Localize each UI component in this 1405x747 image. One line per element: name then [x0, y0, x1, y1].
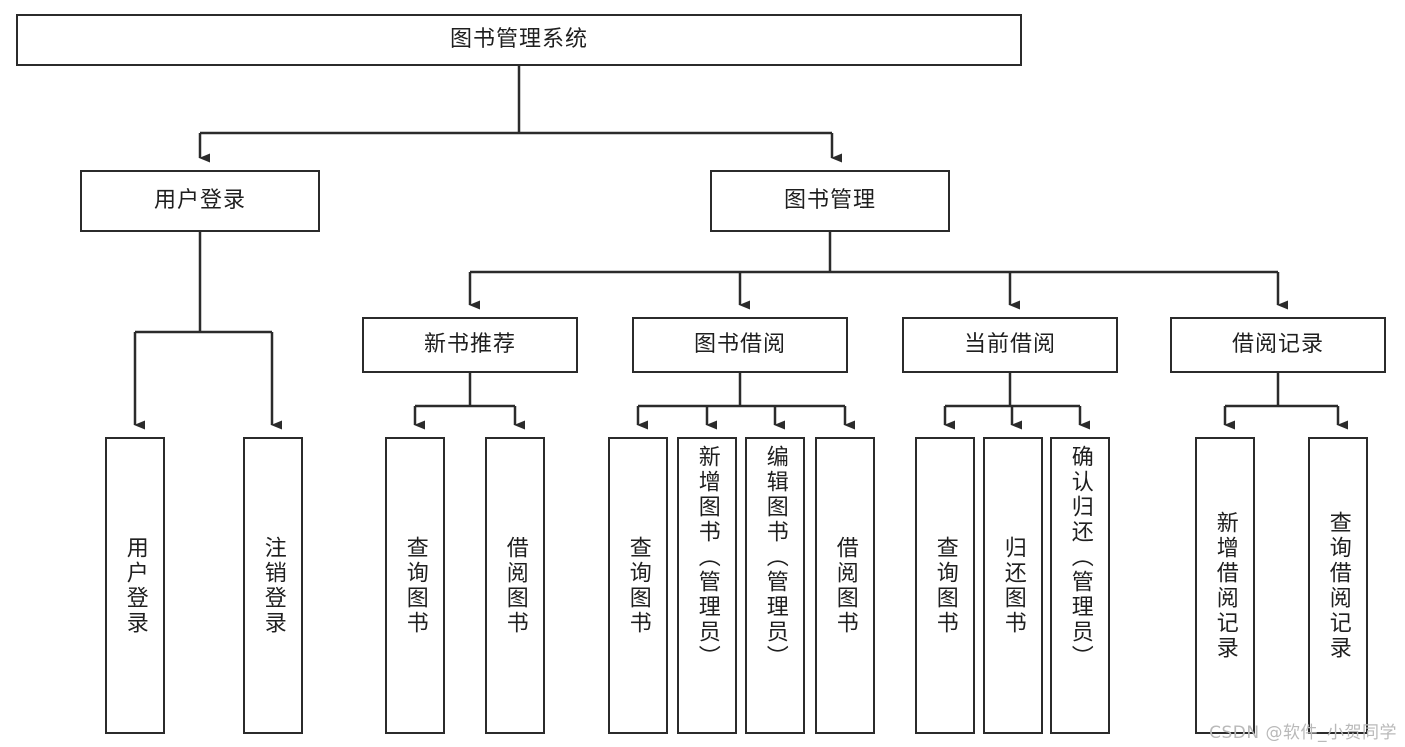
leaf-user-login-login[interactable]: 用户登录 [105, 437, 165, 734]
node-new-book-recommend[interactable]: 新书推荐 [362, 317, 578, 373]
leaf-borrow-record-add[interactable]: 新增借阅记录 [1195, 437, 1255, 734]
edges-user-login-to-leaves [133, 232, 282, 430]
leaf-current-borrow-query[interactable]: 查询图书 [915, 437, 975, 734]
leaf-label: 用户登录 [122, 535, 148, 636]
node-label: 图书管理系统 [449, 26, 588, 52]
node-label: 图书借阅 [693, 331, 786, 357]
node-current-borrow[interactable]: 当前借阅 [902, 317, 1118, 373]
leaf-label: 查询图书 [402, 535, 428, 636]
leaf-label: 新增借阅记录 [1212, 510, 1238, 661]
edges-current-borrow-to-leaves [943, 373, 1090, 430]
node-book-management[interactable]: 图书管理 [710, 170, 950, 232]
leaf-book-borrow-edit[interactable]: 编辑图书（管理员） [745, 437, 805, 734]
edges-new-book-to-leaves [413, 373, 525, 430]
node-user-login[interactable]: 用户登录 [80, 170, 320, 232]
leaf-label: 归还图书 [1000, 535, 1026, 636]
leaf-label: 查询图书 [625, 535, 651, 636]
leaf-user-login-logout[interactable]: 注销登录 [243, 437, 303, 734]
leaf-label: 新增图书（管理员） [694, 445, 720, 670]
leaf-label: 借阅图书 [502, 535, 528, 636]
leaf-label: 编辑图书（管理员） [762, 445, 788, 670]
leaf-current-borrow-return[interactable]: 归还图书 [983, 437, 1043, 734]
leaf-new-book-query[interactable]: 查询图书 [385, 437, 445, 734]
leaf-label: 确认归还（管理员） [1067, 445, 1093, 670]
leaf-label: 借阅图书 [832, 535, 858, 636]
node-label: 借阅记录 [1231, 331, 1324, 357]
edges-book-borrow-to-leaves [636, 373, 855, 430]
leaf-borrow-record-query[interactable]: 查询借阅记录 [1308, 437, 1368, 734]
leaf-book-borrow-query[interactable]: 查询图书 [608, 437, 668, 734]
node-label: 当前借阅 [963, 331, 1056, 357]
edges-borrow-record-to-leaves [1223, 373, 1348, 430]
leaf-label: 注销登录 [260, 535, 286, 636]
edges-root-to-level1 [198, 66, 842, 163]
node-book-management-system[interactable]: 图书管理系统 [16, 14, 1022, 66]
node-borrow-record[interactable]: 借阅记录 [1170, 317, 1386, 373]
node-label: 新书推荐 [423, 331, 516, 357]
leaf-book-borrow-borrow[interactable]: 借阅图书 [815, 437, 875, 734]
node-label: 用户登录 [153, 187, 246, 213]
node-book-borrow[interactable]: 图书借阅 [632, 317, 848, 373]
leaf-label: 查询图书 [932, 535, 958, 636]
leaf-book-borrow-add[interactable]: 新增图书（管理员） [677, 437, 737, 734]
leaf-current-borrow-confirm-return[interactable]: 确认归还（管理员） [1050, 437, 1110, 734]
leaf-label: 查询借阅记录 [1325, 510, 1351, 661]
node-label: 图书管理 [783, 187, 876, 213]
leaf-new-book-borrow[interactable]: 借阅图书 [485, 437, 545, 734]
edges-level1-to-level2 [468, 232, 1288, 310]
